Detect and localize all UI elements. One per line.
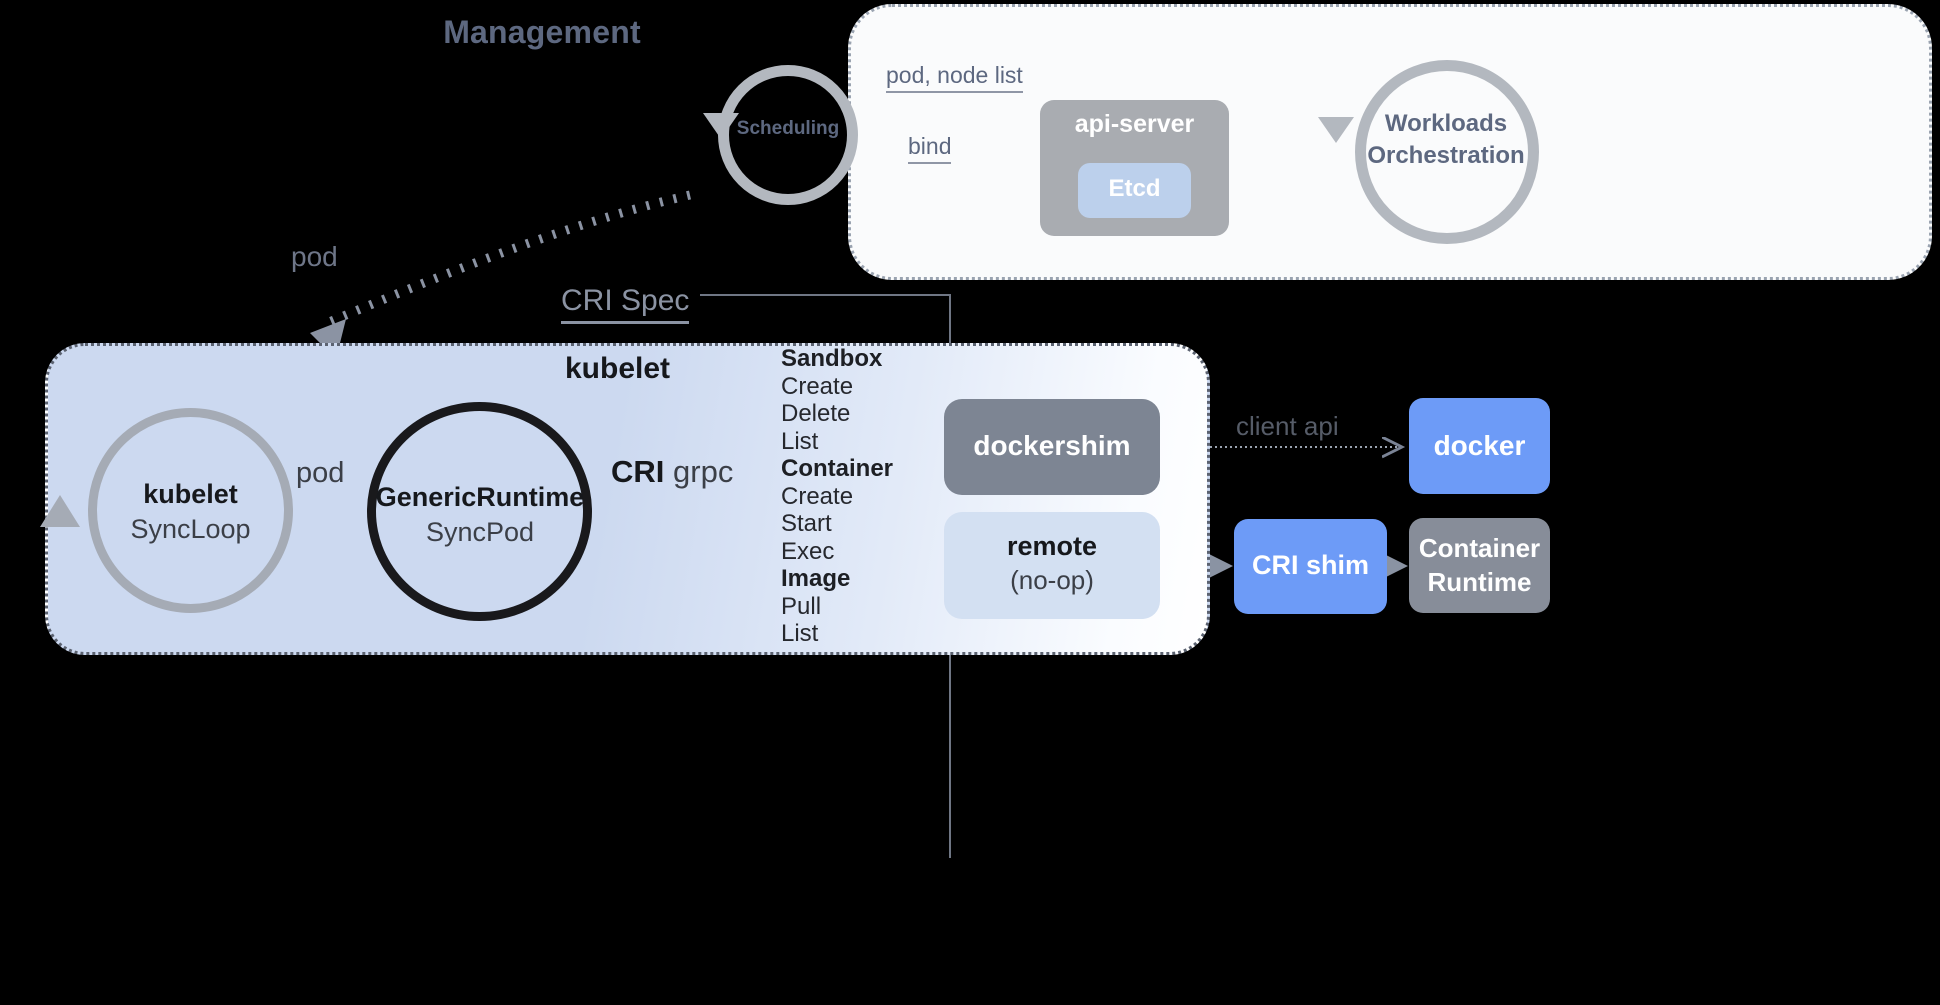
cri-method-group: Container [781, 455, 894, 482]
scheduling-cycle-arrow-icon [703, 113, 739, 139]
cri-method-item: List [781, 620, 819, 647]
generic-runtime-name: GenericRuntime [375, 482, 585, 512]
cri-method-item: Create [781, 482, 854, 510]
scheduling-label: Scheduling [736, 118, 840, 139]
cri-method-item: Create [781, 372, 854, 400]
edge-label-pod-inner: pod [296, 457, 345, 489]
kubelet-syncloop-cycle-icon [88, 408, 293, 613]
container-runtime-line2: Runtime [1427, 566, 1532, 597]
etcd-box [1078, 163, 1191, 218]
cri-method-item: List [781, 427, 819, 455]
edge-label-pod-node-list: pod, node list [886, 62, 1023, 93]
remote-name: remote [1006, 531, 1098, 561]
workloads-cycle-arrow-icon [1318, 117, 1354, 143]
edge-label-client-api: client api [1236, 411, 1339, 441]
workloads-cycle-icon [1355, 60, 1539, 244]
cri-grpc-rest: grpc [673, 454, 734, 489]
dockershim-label: dockershim [973, 430, 1131, 461]
kubelet-syncloop-label: kubelet SyncLoop [88, 477, 293, 546]
cri-method-group: Sandbox [781, 345, 883, 372]
container-runtime-label: Container Runtime [1409, 532, 1550, 600]
kubelet-syncloop-arrow-icon [40, 495, 80, 527]
kubelet-syncloop-name: kubelet [143, 479, 238, 509]
generic-runtime-circle [367, 402, 592, 621]
generic-runtime-label: GenericRuntime SyncPod [360, 480, 600, 549]
edge-label-pod-flow: pod [291, 241, 338, 272]
container-runtime-box [1409, 518, 1550, 613]
cri-method-item: Exec [781, 537, 835, 565]
container-runtime-line1: Container [1418, 533, 1541, 563]
remote-sub: (no-op) [1010, 564, 1094, 595]
cri-method-item: Start [781, 510, 832, 537]
cri-spec-caption: CRI Spec [561, 284, 690, 324]
generic-runtime-method: SyncPod [425, 516, 535, 547]
remote-label: remote (no-op) [944, 530, 1160, 596]
cri-shim-label: CRI shim [1251, 550, 1370, 580]
cri-shim-box [1234, 519, 1387, 614]
docker-label: docker [1433, 430, 1526, 461]
edge-label-bind: bind [908, 133, 952, 164]
api-server-label: api-server [1074, 110, 1195, 138]
workloads-orchestration-label: Workloads Orchestration [1336, 108, 1556, 173]
management-title: Management [443, 14, 641, 50]
kubelet-syncloop-method: SyncLoop [130, 513, 251, 544]
dockershim-box [944, 399, 1160, 495]
remote-box [944, 512, 1160, 619]
docker-box [1409, 398, 1550, 494]
workloads-line1: Workloads [1384, 110, 1508, 137]
cri-method-item: Delete [781, 400, 851, 427]
etcd-label: Etcd [1108, 175, 1161, 202]
cri-method-group: Image [781, 565, 851, 592]
cri-method-item: Pull [781, 592, 822, 620]
cri-grpc-label: CRI grpc [611, 454, 733, 490]
kubelet-panel-title: kubelet [565, 352, 671, 385]
workloads-line2: Orchestration [1367, 142, 1525, 170]
cri-grpc-bold: CRI [611, 454, 665, 489]
